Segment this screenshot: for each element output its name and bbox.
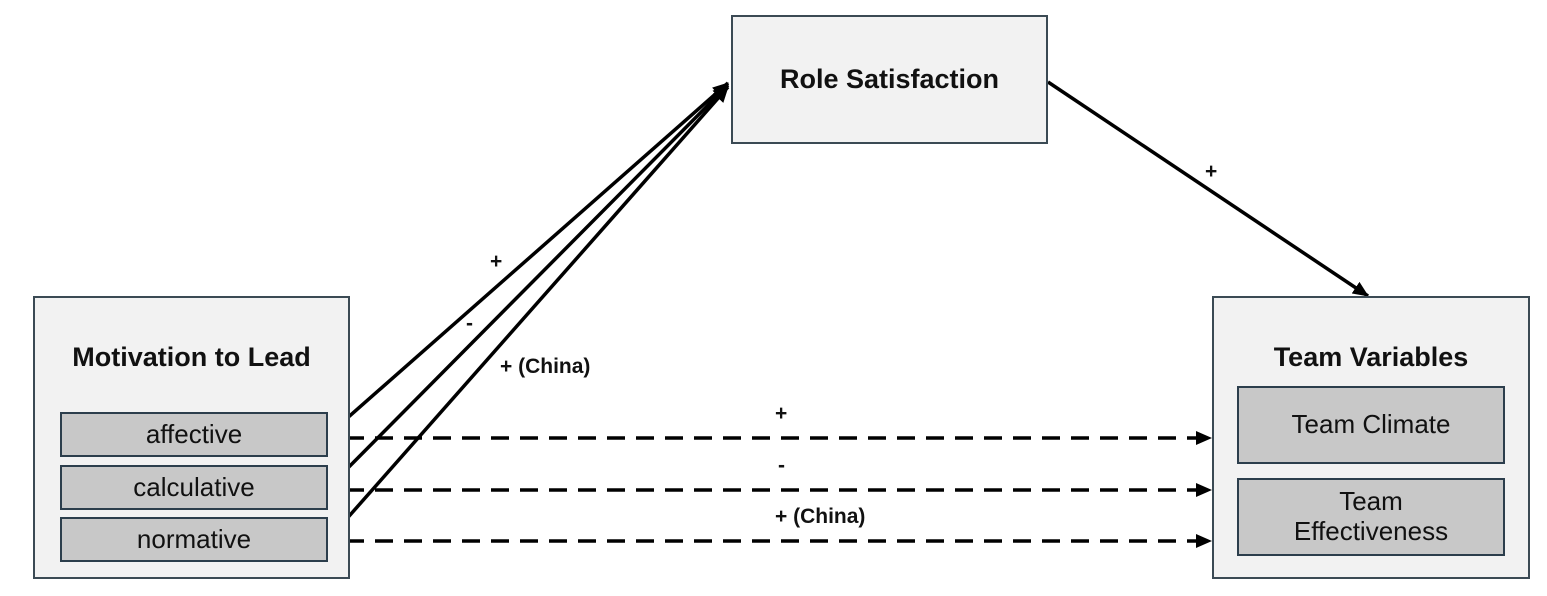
arrow-affective-to-role-satisfaction [326, 81, 730, 437]
sign-role-to-team: + [1205, 160, 1218, 183]
sign-affective-to-role: + [490, 250, 503, 273]
sign-normative-to-role: + (China) [500, 355, 591, 378]
arrow-calculative-to-role-satisfaction [326, 83, 730, 490]
motivation-to-lead-title: Motivation to Lead [72, 342, 311, 372]
role-satisfaction-title: Role Satisfaction [779, 64, 1000, 94]
sign-calculative-to-role: - [466, 312, 473, 335]
mtl-item-affective: affective [60, 412, 328, 457]
team-item-effectiveness: Team Effectiveness [1237, 478, 1505, 556]
sign-calculative-to-team: - [778, 454, 785, 477]
mtl-item-calculative: calculative [60, 465, 328, 510]
arrow-normative-to-role-satisfaction [326, 85, 730, 542]
sign-affective-to-team: + [775, 402, 788, 425]
mtl-item-normative: normative [60, 517, 328, 562]
team-variables-title: Team Variables [1273, 342, 1469, 372]
arrow-role-satisfaction-to-team-variables [1047, 80, 1369, 298]
team-item-climate: Team Climate [1237, 386, 1505, 464]
team-item-effectiveness-label: Team Effectiveness [1293, 486, 1449, 546]
role-satisfaction-box: Role Satisfaction [731, 15, 1048, 144]
sign-normative-to-team: + (China) [775, 505, 866, 528]
